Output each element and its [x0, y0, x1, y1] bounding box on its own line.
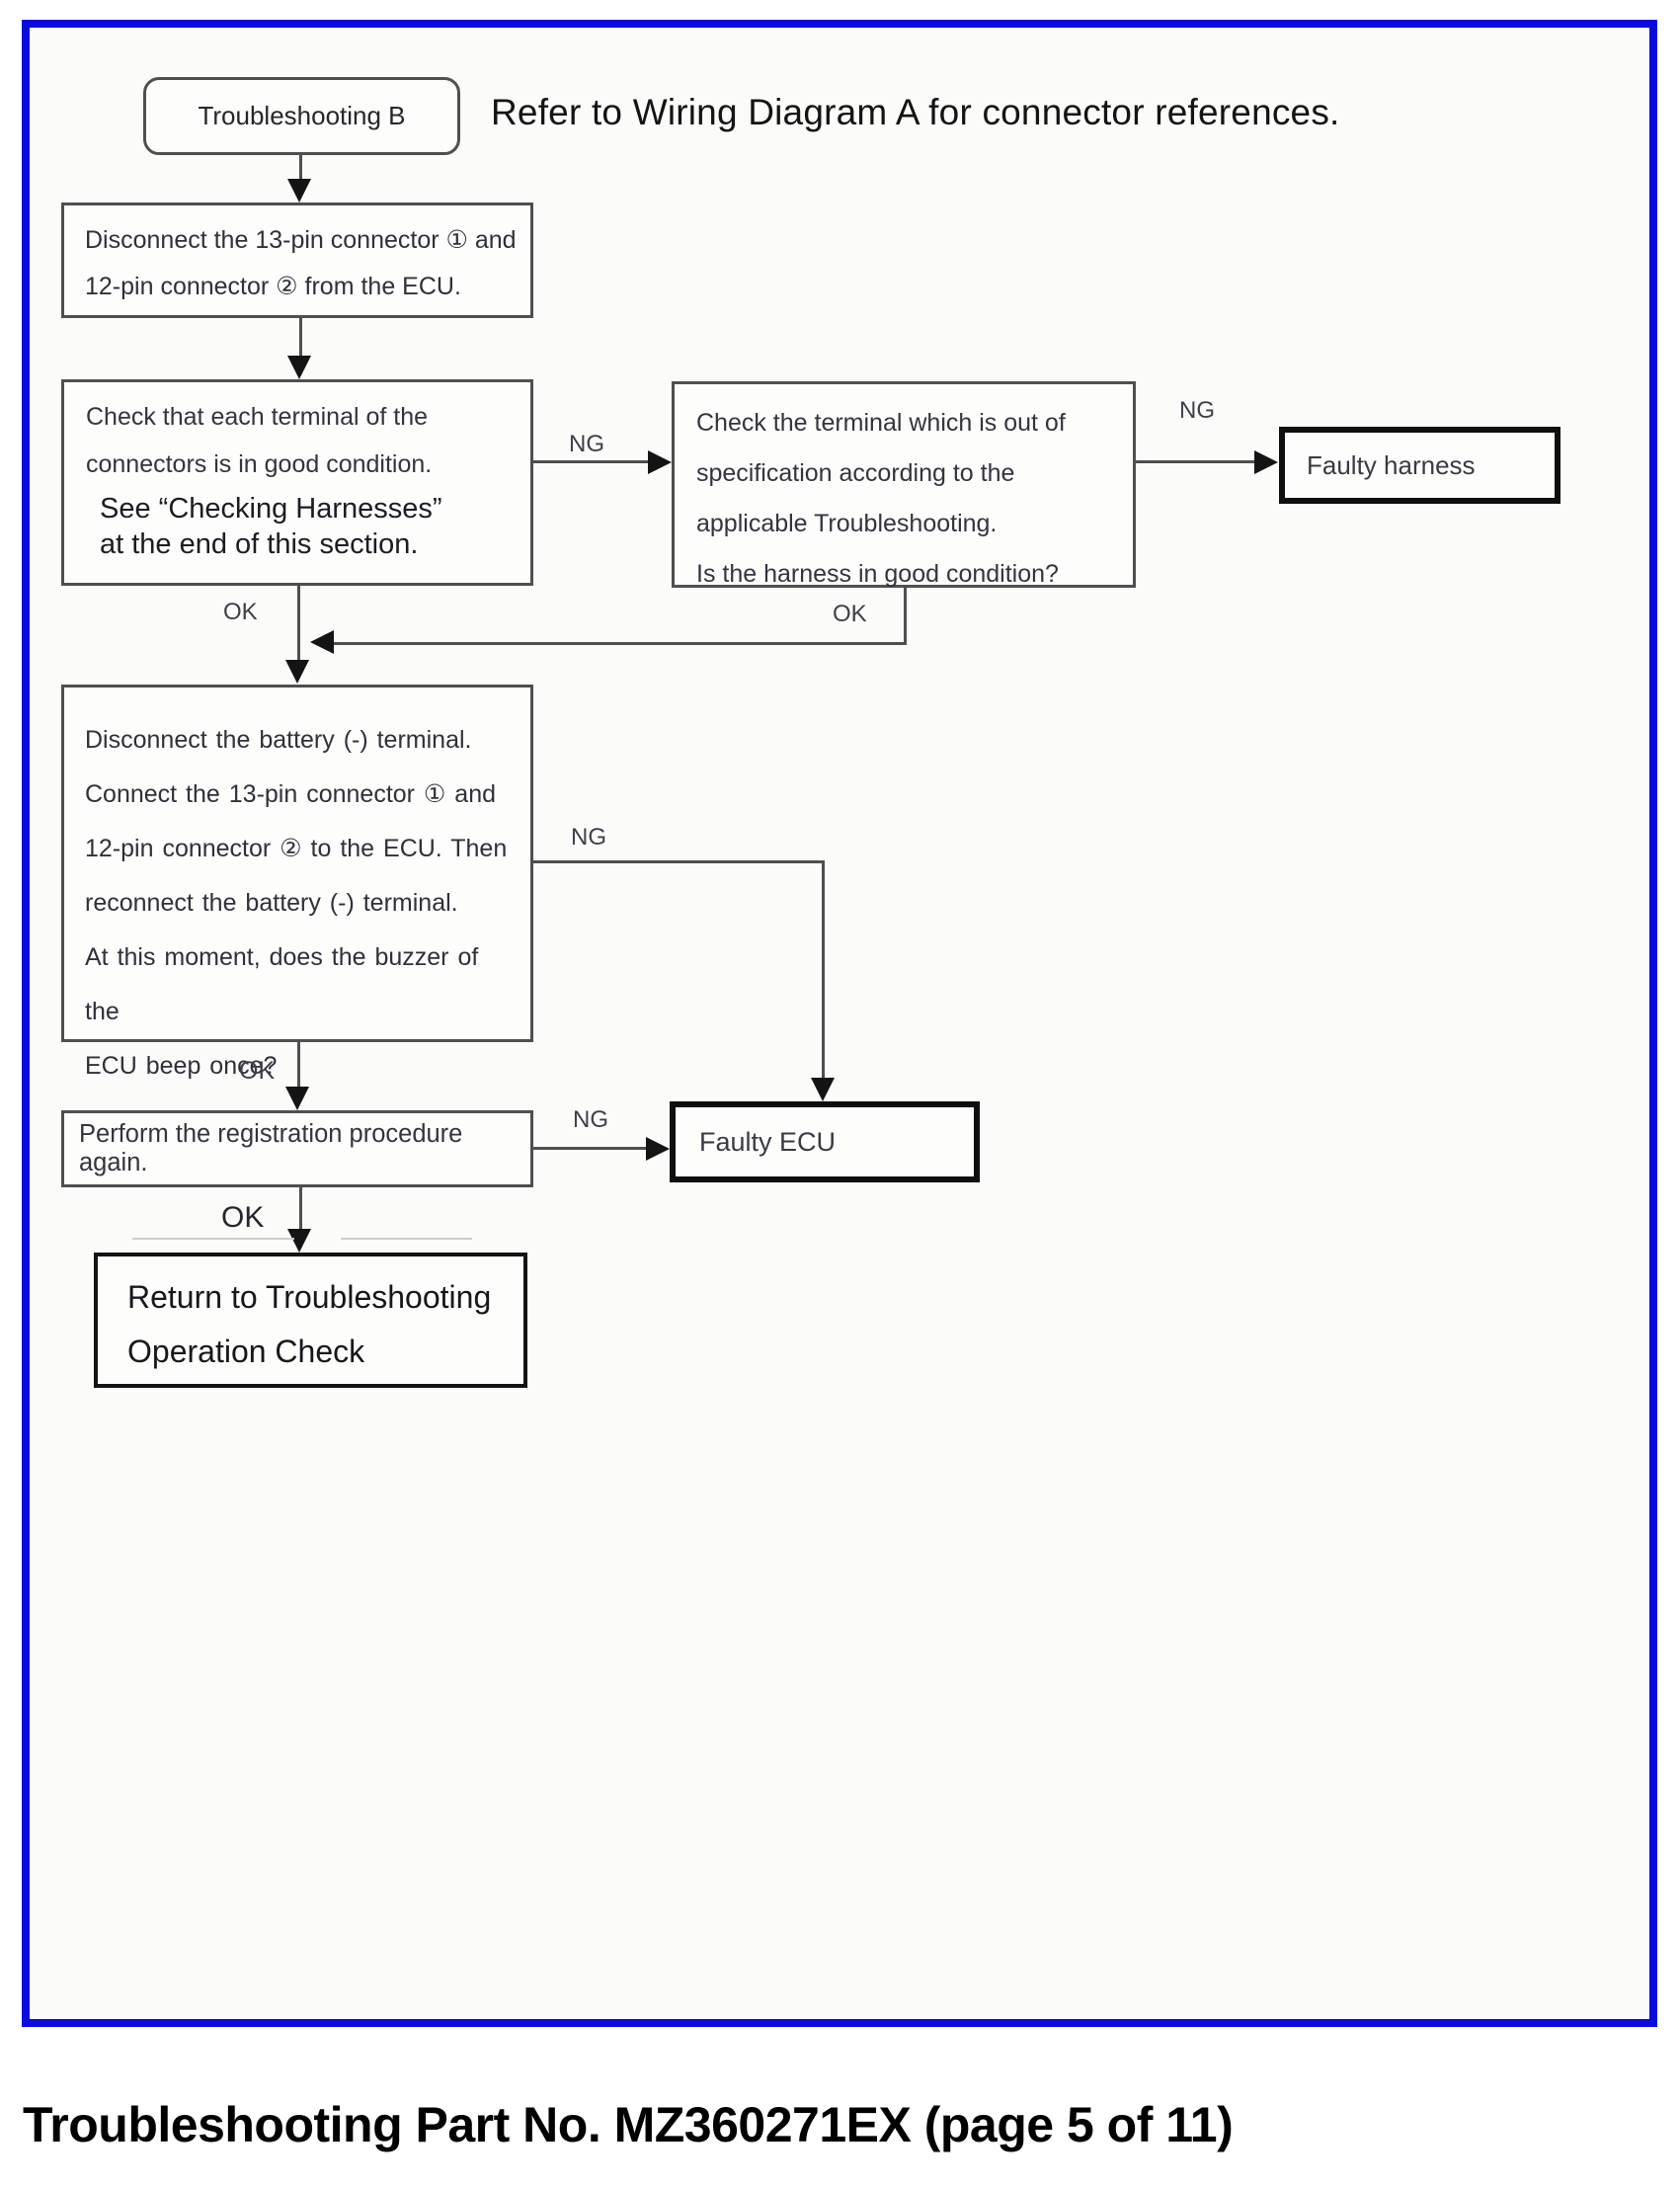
flow-node-check-terminals-see-note: See “Checking Harnesses” at the end of t…	[100, 493, 442, 560]
arrowhead-down-icon	[287, 1229, 311, 1253]
flow-node-start: Troubleshooting B	[143, 77, 460, 155]
connector-check-to-outofspec	[533, 460, 650, 463]
arrowhead-right-icon	[646, 1137, 670, 1161]
flow-node-check-terminals: Check that each terminal of the connecto…	[61, 379, 533, 586]
flow-node-reconnect-battery-text: Disconnect the battery (-) terminal. Con…	[85, 726, 508, 1080]
connector-battery-ok-down	[297, 1042, 300, 1089]
flow-node-check-terminals-text: Check that each terminal of the connecto…	[86, 403, 433, 478]
arrowhead-down-icon	[287, 179, 311, 202]
edge-label-ng: NG	[573, 1106, 608, 1133]
flow-node-return-troubleshooting-text: Return to Troubleshooting Operation Chec…	[127, 1279, 492, 1369]
edge-label-ng: NG	[1179, 397, 1215, 424]
arrowhead-down-icon	[285, 1087, 309, 1110]
wiring-diagram-note: Refer to Wiring Diagram A for connector …	[491, 92, 1340, 132]
scan-artifact-line	[132, 1238, 294, 1240]
flow-node-perform-registration: Perform the registration procedure again…	[61, 1110, 533, 1187]
connector-check-ok-down	[297, 586, 300, 662]
edge-label-ok: OK	[833, 601, 867, 627]
flow-node-check-out-of-spec: Check the terminal which is out of speci…	[672, 381, 1136, 588]
edge-label-ok: OK	[239, 1057, 276, 1085]
connector-battery-ng-down	[822, 860, 825, 1080]
arrowhead-right-icon	[648, 450, 672, 474]
connector-registration-ng-right	[533, 1147, 648, 1150]
flow-node-faulty-harness-label: Faulty harness	[1307, 449, 1476, 480]
scan-artifact-line	[341, 1238, 472, 1240]
arrowhead-down-icon	[285, 660, 309, 684]
connector-outofspec-ok-left	[334, 642, 907, 645]
edge-label-ng: NG	[569, 431, 604, 457]
flow-node-return-troubleshooting: Return to Troubleshooting Operation Chec…	[94, 1253, 527, 1388]
connector-outofspec-ok-down	[904, 588, 907, 644]
flow-node-perform-registration-text: Perform the registration procedure again…	[79, 1120, 463, 1176]
connector-battery-ng-right	[533, 860, 825, 863]
flow-node-disconnect-connectors: Disconnect the 13-pin connector ① and 12…	[61, 202, 533, 318]
connector-outofspec-to-harness	[1136, 460, 1256, 463]
flow-node-check-out-of-spec-text: Check the terminal which is out of speci…	[696, 409, 1066, 588]
connector-start-to-disconnect	[299, 155, 302, 183]
arrowhead-left-icon	[310, 630, 334, 654]
edge-label-ng: NG	[571, 824, 606, 850]
connector-registration-ok-down	[299, 1187, 302, 1231]
flow-node-reconnect-battery: Disconnect the battery (-) terminal. Con…	[61, 685, 533, 1080]
edge-label-ok: OK	[221, 1201, 265, 1234]
flow-node-start-label: Troubleshooting B	[198, 101, 406, 130]
flow-node-faulty-harness: Faulty harness	[1279, 427, 1560, 504]
edge-label-ok: OK	[223, 599, 258, 625]
connector-disconnect-to-check	[299, 318, 302, 358]
flow-node-faulty-ecu-label: Faulty ECU	[699, 1126, 837, 1157]
flow-node-disconnect-connectors-text: Disconnect the 13-pin connector ① and 12…	[85, 226, 517, 300]
arrowhead-right-icon	[1254, 450, 1278, 474]
arrowhead-down-icon	[811, 1078, 835, 1101]
page-caption: Troubleshooting Part No. MZ360271EX (pag…	[23, 2097, 1234, 2152]
arrowhead-down-icon	[287, 356, 311, 379]
flow-node-faulty-ecu: Faulty ECU	[670, 1101, 980, 1182]
